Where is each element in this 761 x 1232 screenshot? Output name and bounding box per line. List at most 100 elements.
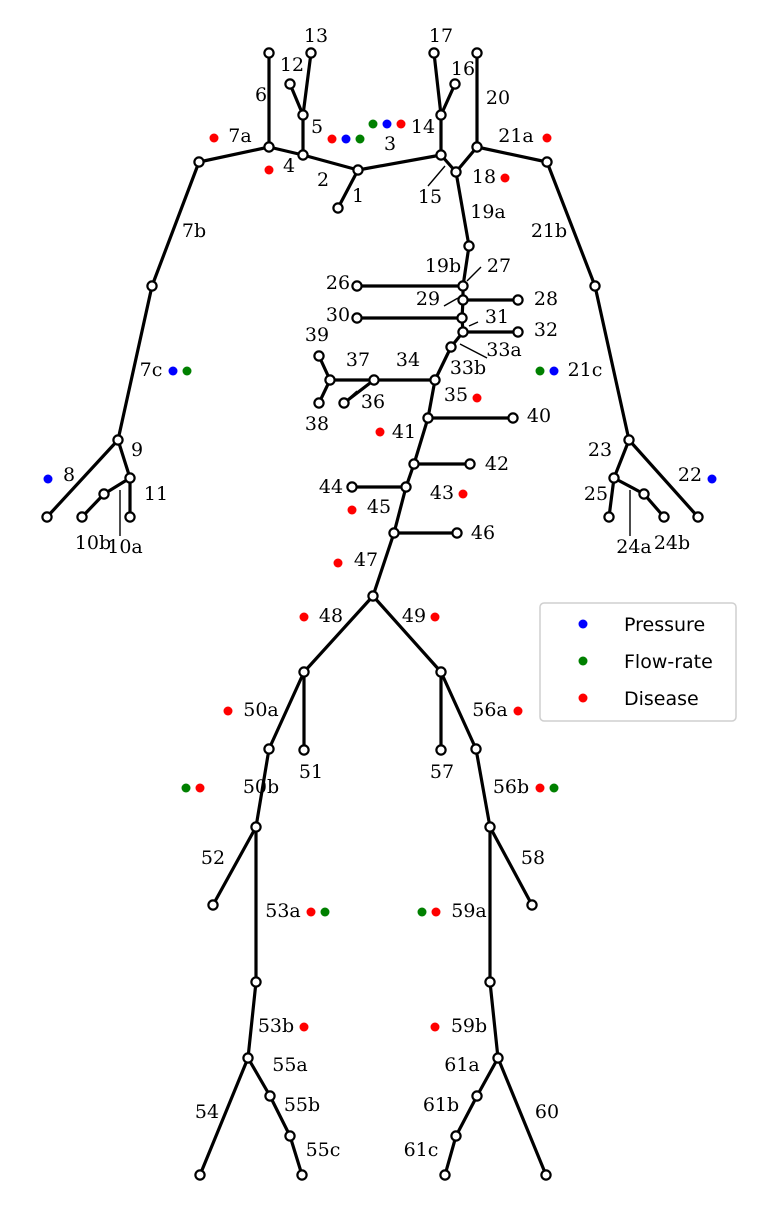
junction-node: [541, 156, 553, 168]
vessel-segment: [496, 1056, 548, 1177]
vessel-segment: [475, 1056, 500, 1098]
segment-label-56a: 56a: [472, 699, 508, 721]
segment-label-14: 14: [411, 116, 435, 138]
segment-label-53a: 53a: [265, 900, 301, 922]
vessel-segments: [45, 51, 700, 1177]
segment-label-52: 52: [201, 847, 225, 869]
junction-node: [368, 374, 380, 386]
segment-label-13: 13: [304, 25, 328, 47]
junction-node: [313, 397, 325, 409]
junction-node: [603, 511, 615, 523]
segment-label-61c: 61c: [404, 1139, 439, 1161]
junction-node: [263, 743, 275, 755]
disease-marker-21a: [542, 133, 552, 143]
segment-label-32: 32: [534, 319, 558, 341]
junction-node: [264, 1090, 276, 1102]
segment-label-5: 5: [311, 116, 323, 138]
vessel-segment: [475, 145, 549, 164]
vessel-segment: [116, 284, 154, 442]
junction-node: [507, 412, 519, 424]
segment-label-3: 3: [384, 133, 396, 155]
vessel-segment: [426, 378, 437, 420]
junction-node: [124, 511, 136, 523]
segment-label-40: 40: [527, 405, 551, 427]
junction-node: [449, 78, 461, 90]
vessel-segment: [474, 747, 492, 829]
disease-marker-50a: [223, 706, 233, 716]
junction-node: [512, 326, 524, 338]
segment-label-23: 23: [588, 439, 612, 461]
vessel-segment: [267, 145, 305, 157]
segment-label-24a: 24a: [616, 536, 652, 558]
segment-label-10b: 10b: [75, 532, 111, 554]
legend-disease-marker: [578, 693, 588, 703]
junction-node: [98, 488, 110, 500]
vessel-segment: [412, 416, 430, 466]
segment-label-2: 2: [317, 169, 329, 191]
segment-label-51: 51: [299, 761, 323, 783]
pressure-marker-21c: [549, 366, 559, 376]
vessel-segment: [288, 1134, 304, 1177]
segment-label-37: 37: [346, 349, 370, 371]
segment-label-7b: 7b: [182, 220, 206, 242]
segment-labels: 1234567a7b7c8910a10b111213141516171819a1…: [63, 25, 702, 1161]
vessel-segment: [197, 145, 271, 164]
junction-node: [589, 280, 601, 292]
legend-pressure-marker: [578, 619, 588, 629]
vessel-segment: [488, 980, 500, 1060]
junction-node: [263, 141, 275, 153]
vessel-segment: [371, 531, 396, 598]
disease-marker-3: [396, 119, 406, 129]
flow-marker-7c: [182, 366, 192, 376]
segment-label-46: 46: [471, 522, 495, 544]
junction-node: [457, 326, 469, 338]
junction-node: [428, 47, 440, 59]
vessel-segment: [301, 153, 360, 172]
legend: Pressure Flow-rate Disease: [539, 602, 737, 722]
disease-marker-53a: [306, 907, 316, 917]
segment-label-55c: 55c: [306, 1139, 341, 1161]
junction-node: [692, 511, 704, 523]
label-leader-line: [459, 343, 488, 359]
junction-node: [298, 744, 310, 756]
vessel-segment: [302, 594, 375, 674]
segment-label-33a: 33a: [486, 339, 522, 361]
junction-node: [207, 899, 219, 911]
vessel-segment: [593, 284, 631, 442]
pressure-marker-8: [43, 474, 53, 484]
disease-marker-48: [299, 612, 309, 622]
vessel-segment: [488, 825, 534, 907]
junction-node: [146, 280, 158, 292]
vessel-segment: [433, 345, 453, 382]
junction-node: [324, 374, 336, 386]
segment-label-54: 54: [195, 1101, 219, 1123]
segment-label-7c: 7c: [140, 359, 163, 381]
segment-label-21b: 21b: [531, 220, 567, 242]
disease-marker-59a: [431, 907, 441, 917]
junction-node: [540, 1169, 552, 1181]
junction-node: [471, 1090, 483, 1102]
vessel-segment: [268, 1094, 292, 1138]
junction-node: [470, 743, 482, 755]
segment-label-61a: 61a: [444, 1054, 480, 1076]
pressure-marker-7c: [168, 366, 178, 376]
junction-node: [457, 280, 469, 292]
disease-marker-53b: [299, 1022, 309, 1032]
junction-node: [284, 1130, 296, 1142]
pressure-marker-3: [382, 119, 392, 129]
junction-node: [457, 294, 469, 306]
segment-label-9: 9: [131, 439, 143, 461]
segment-label-34: 34: [396, 349, 420, 371]
junction-node: [435, 109, 447, 121]
segment-label-25: 25: [584, 483, 608, 505]
segment-label-10a: 10a: [107, 536, 143, 558]
junction-node: [313, 350, 325, 362]
label-leader-line: [466, 266, 482, 282]
junction-node: [512, 294, 524, 306]
vessel-segment: [439, 670, 478, 751]
disease-marker-43: [458, 489, 468, 499]
segment-label-42: 42: [485, 453, 509, 475]
junction-node: [346, 481, 358, 493]
vessel-segment: [116, 438, 132, 480]
segment-label-58: 58: [521, 847, 545, 869]
